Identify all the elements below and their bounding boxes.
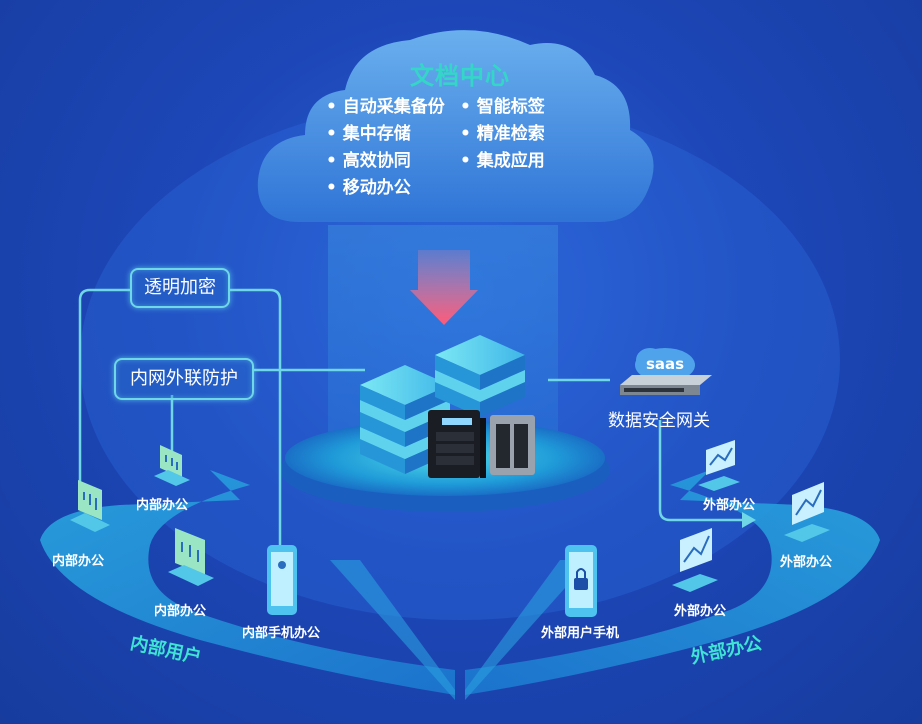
phone-icon-external — [565, 545, 597, 617]
monitor-icon-external-1 — [698, 440, 740, 491]
nas-device-icon — [428, 410, 535, 478]
feature-auto-backup: 自动采集备份 — [326, 92, 445, 117]
internal-users-arc — [40, 470, 455, 695]
monitor-icon-internal-3 — [168, 528, 214, 586]
monitor-icon-external-3 — [672, 528, 718, 592]
saas-label: saas — [646, 355, 685, 373]
external-office-label-2: 外部办公 — [780, 555, 833, 570]
monitor-icon-external-2 — [784, 482, 830, 542]
connection-lines — [78, 288, 750, 555]
monitor-icon-internal-1 — [70, 480, 110, 532]
external-users-arc — [465, 470, 880, 695]
gateway-label: 数据安全网关 — [608, 411, 710, 431]
feature-mobile-office: 移动办公 — [326, 173, 411, 198]
external-mobile-label: 外部用户手机 — [541, 626, 620, 641]
gateway-arrowhead — [742, 512, 756, 528]
gateway-switch-icon — [620, 375, 712, 395]
external-office-label-3: 外部办公 — [674, 604, 727, 619]
internal-mobile-label: 内部手机办公 — [242, 626, 321, 641]
phone-icon-internal — [267, 545, 297, 615]
feature-smart-tags: 智能标签 — [460, 92, 545, 117]
external-office-label-1: 外部办公 — [703, 498, 756, 513]
intranet-protection-label: 内网外联防护 — [114, 358, 254, 400]
feature-central-storage: 集中存储 — [326, 119, 411, 144]
feature-collaboration: 高效协同 — [326, 146, 411, 171]
center-arrow-right — [465, 560, 590, 700]
saas-cloud-icon-bump — [636, 348, 664, 372]
feature-integration: 集成应用 — [460, 146, 545, 171]
internal-office-label-2: 内部办公 — [52, 554, 105, 569]
transparent-encryption-label: 透明加密 — [130, 268, 230, 308]
internal-office-label-1: 内部办公 — [136, 498, 189, 513]
down-arrow-icon — [410, 250, 478, 325]
server-stack-right — [435, 335, 525, 417]
feature-precise-search: 精准检索 — [460, 119, 545, 144]
center-arrow-left — [330, 560, 455, 700]
internal-office-label-3: 内部办公 — [154, 604, 207, 619]
monitor-icon-internal-2 — [154, 445, 190, 486]
cloud-title: 文档中心 — [410, 62, 510, 90]
